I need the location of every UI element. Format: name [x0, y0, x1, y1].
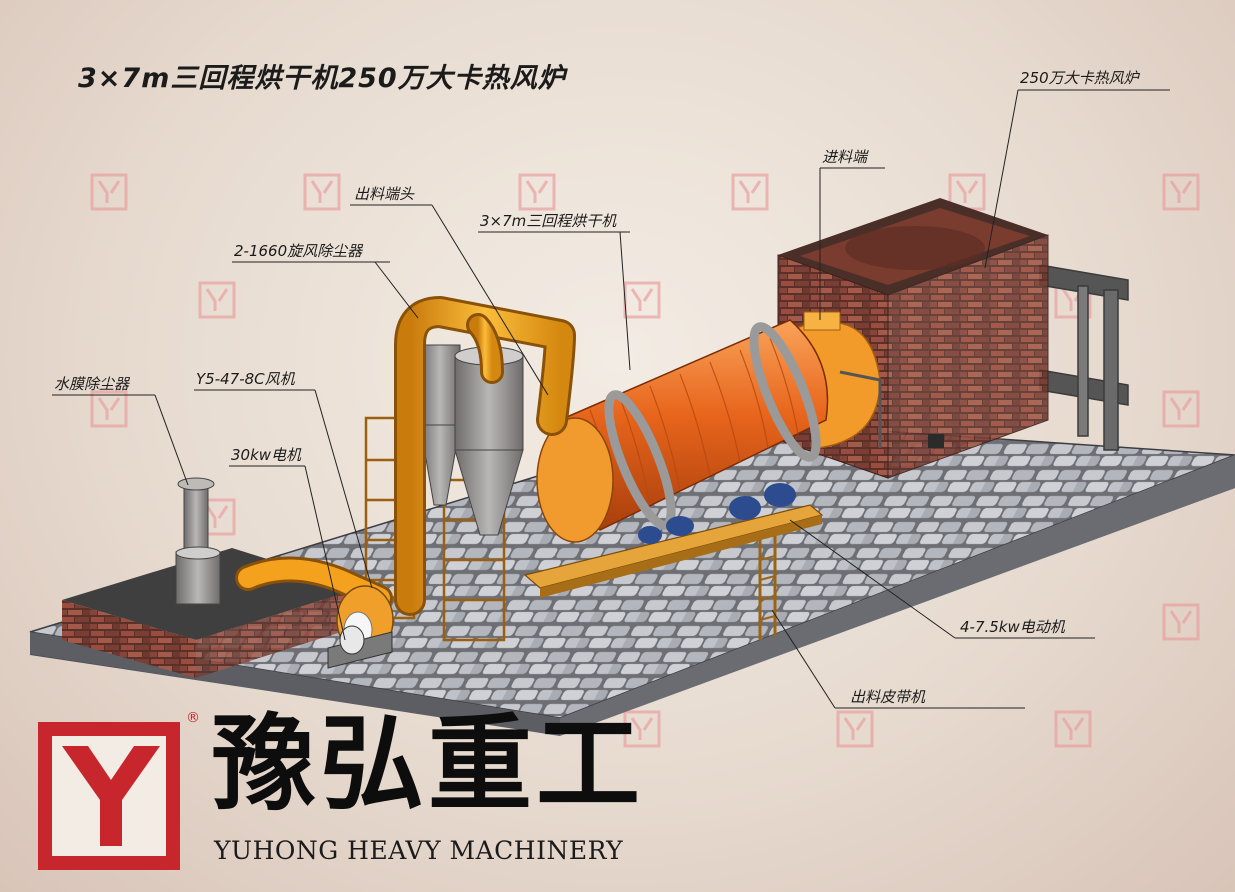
diagram-title: 3×7m三回程烘干机250万大卡热风炉 [78, 63, 566, 94]
brand-name-chinese: 豫弘重工 [212, 703, 645, 825]
fan-motor-30kw [327, 625, 393, 669]
label-feed-end: 进料端 [822, 148, 868, 166]
label-motors-7-5kw: 4-7.5kw电动机 [960, 618, 1065, 636]
label-discharge-head: 出料端头 [354, 185, 415, 203]
brand-logo [38, 722, 180, 870]
registered-mark: ® [186, 710, 200, 726]
label-cyclone: 2-1660旋风除尘器 [234, 242, 363, 260]
label-discharge-belt: 出料皮带机 [850, 688, 926, 706]
label-water-film-scrubber: 水膜除尘器 [54, 375, 130, 393]
rotary-dryer-drum [536, 319, 829, 543]
discharge-belt-conveyor [523, 504, 824, 640]
label-fan: Y5-47-8C风机 [196, 370, 295, 388]
drive-motors [638, 483, 796, 544]
air-ducts [235, 296, 576, 616]
furnace-frame [1039, 264, 1129, 451]
callout-leader-lines [52, 89, 1170, 709]
label-furnace: 250万大卡热风炉 [1020, 69, 1139, 87]
label-motor-30kw: 30kw电机 [231, 446, 302, 464]
water-film-scrubber [175, 477, 221, 605]
watermark-logos [90, 173, 1200, 748]
brand-name-english: YUHONG HEAVY MACHINERY [214, 836, 624, 865]
label-dryer: 3×7m三回程烘干机 [480, 212, 617, 230]
